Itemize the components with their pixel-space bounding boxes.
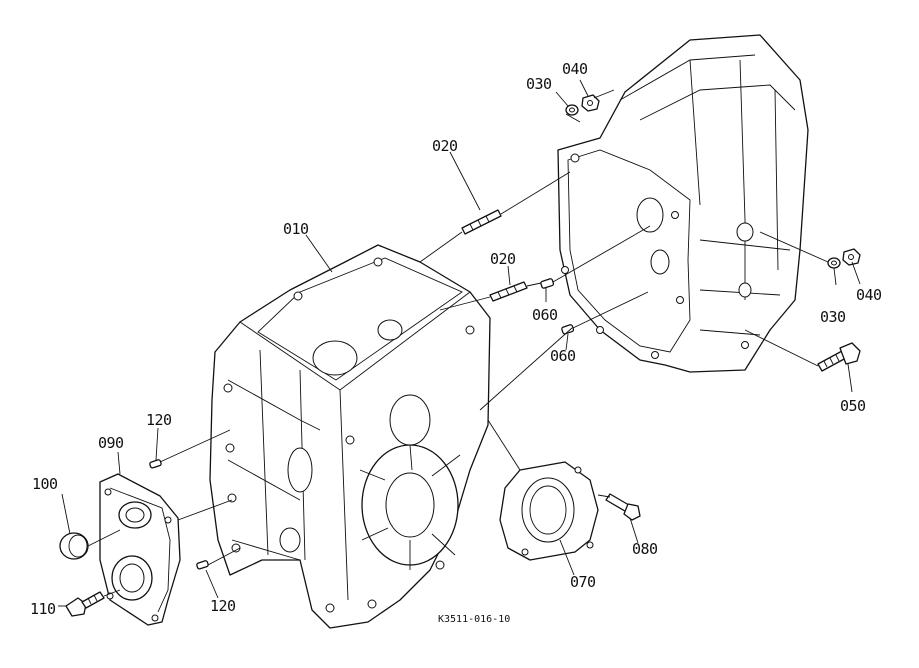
callout-010: 010 [283, 220, 309, 238]
callout-100: 100 [32, 475, 58, 493]
callout-120-lower: 120 [210, 597, 236, 615]
nut-040-lower [842, 248, 861, 266]
callout-leaders [58, 79, 861, 607]
callout-020-upper: 020 [432, 137, 458, 155]
callout-080: 080 [632, 540, 658, 558]
bearing-holder [499, 461, 599, 561]
callout-060-upper: 060 [532, 306, 558, 324]
callout-120-upper: 120 [146, 411, 172, 429]
pin-060-upper [540, 278, 555, 289]
nut-040-upper [581, 94, 600, 112]
assembly-lines [87, 89, 829, 597]
callout-070: 070 [570, 573, 596, 591]
callout-030-upper: 030 [526, 75, 552, 93]
bolt-050 [817, 342, 861, 372]
rear-transmission-case [557, 34, 809, 373]
pin-120-upper [149, 459, 162, 469]
callout-090: 090 [98, 434, 124, 452]
callout-110: 110 [30, 600, 56, 618]
callout-060-lower: 060 [550, 347, 576, 365]
callout-020-lower: 020 [490, 250, 516, 268]
stud-020-upper [461, 209, 502, 235]
pin-120-lower [196, 560, 209, 570]
bolt-110 [65, 591, 105, 617]
washer-030-upper [565, 104, 579, 116]
callout-030-lower: 030 [820, 308, 846, 326]
pin-060-lower [561, 324, 575, 335]
reference-code: K3511-016-10 [438, 614, 510, 625]
cap-part [59, 532, 89, 560]
callout-labels: 010 020 020 030 040 030 040 050 060 060 … [30, 60, 883, 625]
bolt-080 [605, 493, 641, 521]
callout-040-lower: 040 [856, 286, 882, 304]
callout-050: 050 [840, 397, 866, 415]
front-transmission-case [209, 244, 491, 629]
callout-040-upper: 040 [562, 60, 588, 78]
washer-030-lower [827, 257, 841, 269]
stud-020-lower [489, 281, 528, 302]
front-cover [99, 473, 181, 626]
